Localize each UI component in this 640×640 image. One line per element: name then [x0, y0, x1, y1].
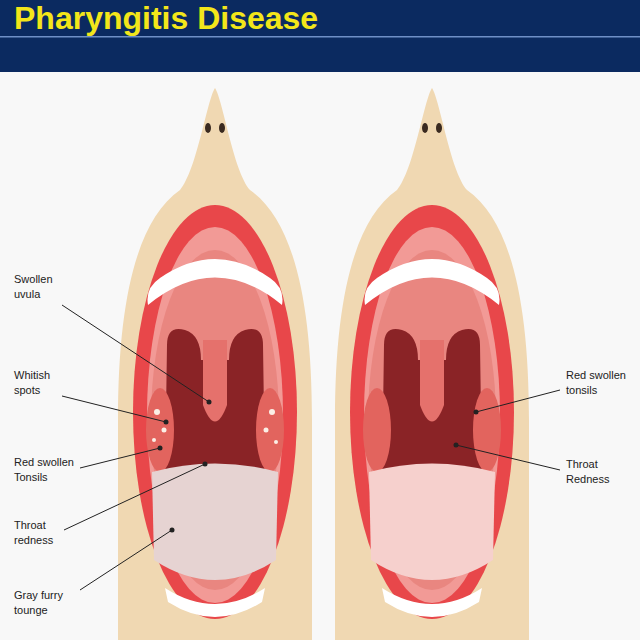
part-label: Whitish spots — [14, 368, 76, 398]
part-label: Red swollen tonsils — [566, 368, 630, 398]
throat-right — [335, 88, 529, 640]
part-label: Throat redness — [14, 518, 70, 548]
part-label: Swollen uvula — [14, 272, 76, 302]
whitish-spots — [152, 409, 278, 444]
title: Pharyngitis Disease — [14, 2, 318, 34]
part-label: Red swollen Tonsils — [14, 455, 78, 485]
tongue — [369, 464, 495, 581]
part-label: Throat Redness — [566, 457, 630, 487]
leader-lines — [62, 305, 560, 590]
throat-left — [118, 88, 312, 640]
furry-tongue — [152, 464, 278, 581]
part-label: Gray furry tounge — [14, 588, 78, 618]
leader-dots — [158, 400, 479, 533]
